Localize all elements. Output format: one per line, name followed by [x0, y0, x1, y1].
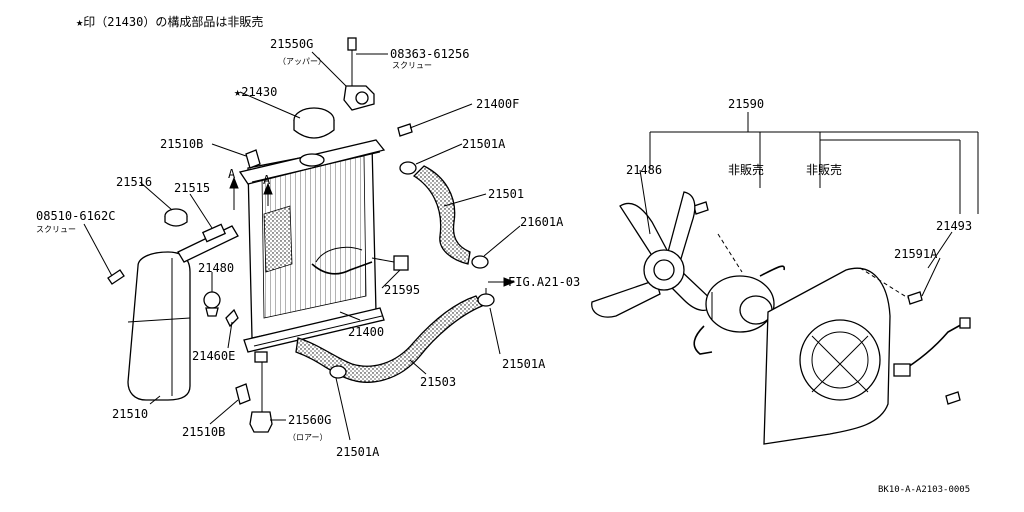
- reservoir-tank: [127, 251, 191, 401]
- label-21501A-4: 21501A: [336, 445, 380, 459]
- label-08363-note: スクリュー: [392, 61, 432, 70]
- screws: [107, 123, 961, 405]
- fan-motor: [693, 233, 785, 355]
- label-21560G-note: （ロアー）: [288, 433, 328, 442]
- label-21400: 21400: [348, 325, 384, 339]
- label-21515: 21515: [174, 181, 210, 195]
- label-08363-61256: 08363-61256: [390, 47, 469, 61]
- label-21591A: 21591A: [894, 247, 938, 261]
- label-not-sold-2: 非販売: [806, 162, 842, 177]
- label-08510-note: スクリュー: [36, 225, 76, 234]
- leader-lines: [83, 51, 953, 441]
- fan-shroud: [763, 267, 909, 445]
- label-A-1: A: [228, 167, 236, 181]
- label-fig-ref: FIG.A21-03: [508, 275, 580, 289]
- lower-hose: [295, 295, 483, 383]
- label-21590: 21590: [728, 97, 764, 111]
- label-21501A-3: 21501A: [502, 357, 546, 371]
- label-21400F: 21400F: [476, 97, 519, 111]
- label-21501A-2: 21601A: [520, 215, 564, 229]
- label-21550G: 21550G: [270, 37, 313, 51]
- label-A-2: A: [263, 173, 271, 187]
- group-bracket-21590: [649, 112, 979, 214]
- reservoir-hose: [177, 223, 239, 263]
- label-21510: 21510: [112, 407, 148, 421]
- label-21430: ★21430: [234, 85, 277, 99]
- reservoir-cap: [164, 208, 188, 227]
- small-fittings: [203, 149, 273, 433]
- cooling-fan-blade: [591, 191, 717, 318]
- label-21460E: 21460E: [192, 349, 235, 363]
- diagram-code: BK10-A-A2103-0005: [878, 485, 970, 495]
- label-21560G: 21560G: [288, 413, 331, 427]
- radiator-core: [238, 139, 409, 363]
- header-note: ★印（21430）の構成部品は非販売: [76, 14, 263, 29]
- label-21480: 21480: [198, 261, 234, 275]
- label-08510-6162C: 08510-6162C: [36, 209, 115, 223]
- radiator-cap: [293, 107, 335, 139]
- upper-hose: [412, 165, 471, 265]
- fan-harness: [893, 317, 971, 377]
- label-21510B-top: 21510B: [160, 137, 203, 151]
- label-not-sold-1: 非販売: [728, 162, 764, 177]
- hose-clamps: [329, 161, 495, 379]
- label-21486: 21486: [626, 163, 662, 177]
- label-21595: 21595: [384, 283, 420, 297]
- label-21516: 21516: [116, 175, 152, 189]
- label-21493: 21493: [936, 219, 972, 233]
- view-arrows: [229, 176, 516, 287]
- label-21501: 21501: [488, 187, 524, 201]
- upper-mount-bracket: [343, 37, 375, 111]
- label-21503: 21503: [420, 375, 456, 389]
- label-21501A-1: 21501A: [462, 137, 506, 151]
- label-21510B-bottom: 21510B: [182, 425, 225, 439]
- label-21550G-note: （アッパー）: [278, 57, 326, 66]
